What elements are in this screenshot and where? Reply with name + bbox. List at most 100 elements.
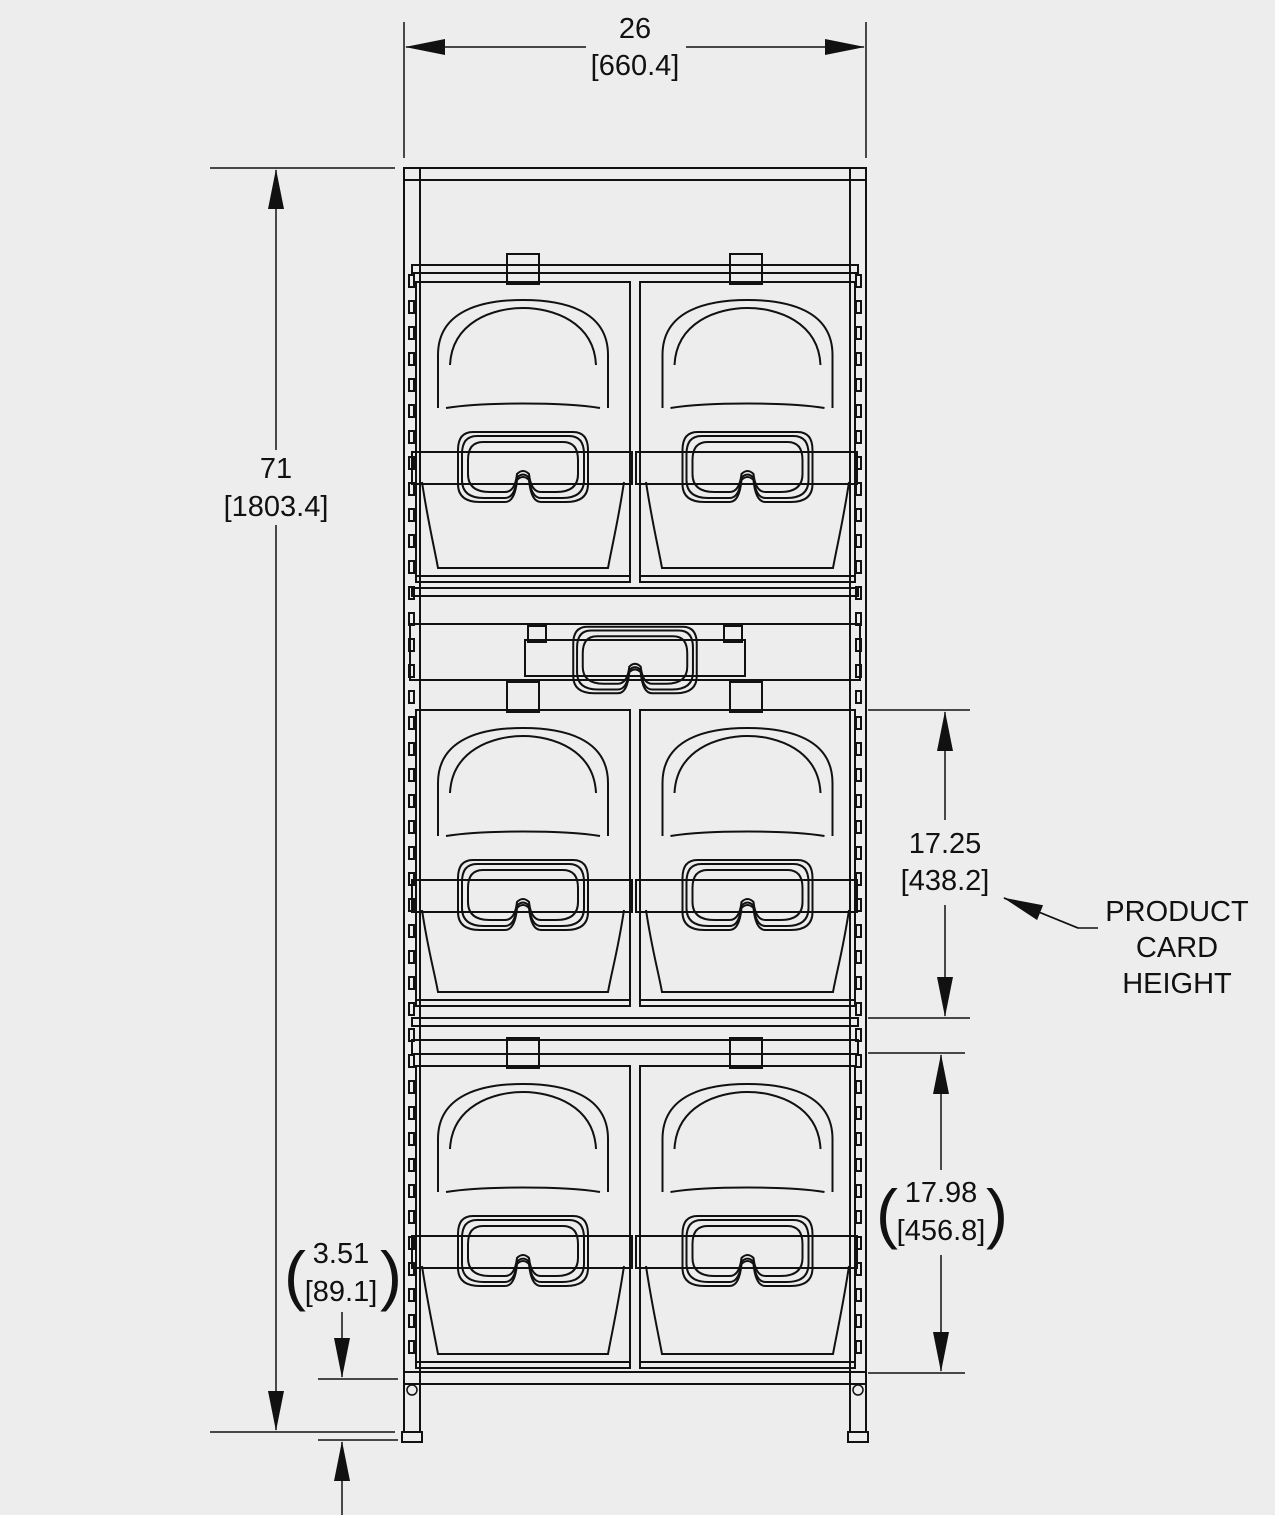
upright-slot bbox=[408, 1054, 415, 1068]
helmet-liner bbox=[449, 734, 597, 794]
upright-slot bbox=[408, 794, 415, 808]
callout-line-3: HEIGHT bbox=[1122, 968, 1232, 1000]
upright-slot bbox=[855, 1080, 862, 1094]
upright-slot bbox=[408, 560, 415, 574]
goggle-icon bbox=[681, 1215, 814, 1287]
product-card bbox=[635, 709, 858, 1007]
upright-slot bbox=[408, 716, 415, 730]
bag-outline bbox=[421, 481, 625, 569]
upright-slot bbox=[855, 1002, 862, 1016]
goggle-lens bbox=[691, 869, 804, 921]
goggle-lens bbox=[691, 1225, 804, 1277]
card-clip bbox=[506, 1037, 540, 1069]
upright-slot bbox=[408, 430, 415, 444]
helmet-liner bbox=[449, 1090, 597, 1150]
goggle-frame-inner bbox=[461, 1219, 585, 1283]
card-clip bbox=[506, 681, 540, 713]
bottom-bay-in-label: 17.98 bbox=[905, 1177, 978, 1209]
upright-slot bbox=[408, 534, 415, 548]
upright-slot bbox=[855, 300, 862, 314]
upright-slot bbox=[855, 1158, 862, 1172]
card-tray bbox=[415, 575, 631, 583]
upright-slot bbox=[855, 1184, 862, 1198]
upright-slot bbox=[408, 1106, 415, 1120]
height-mm-label: [1803.4] bbox=[224, 491, 329, 523]
goggle-icon bbox=[457, 431, 589, 503]
upright-slot bbox=[408, 1080, 415, 1094]
goggle-frame-inner bbox=[685, 863, 810, 927]
upright-slot bbox=[855, 950, 862, 964]
shelf-bay bbox=[411, 1037, 858, 1369]
upright-slot bbox=[408, 274, 415, 288]
product-card-height-callout: PRODUCT CARD HEIGHT bbox=[1003, 896, 1249, 1000]
upright-slot bbox=[408, 508, 415, 522]
goggle-frame-inner bbox=[685, 435, 810, 499]
upright-slot bbox=[855, 1132, 862, 1146]
upright-slot bbox=[855, 274, 862, 288]
goggle-frame bbox=[457, 1215, 589, 1287]
helmet-liner bbox=[673, 734, 822, 794]
upright-slot bbox=[408, 690, 415, 704]
width-dimension: 26 [660.4] bbox=[403, 13, 867, 158]
upright-slot bbox=[408, 1158, 415, 1172]
upright-slot bbox=[408, 768, 415, 782]
goggle-frame bbox=[681, 1215, 814, 1287]
upright-slot bbox=[408, 742, 415, 756]
goggle-strap bbox=[411, 1235, 633, 1269]
product-card bbox=[411, 281, 633, 583]
upright-slot bbox=[408, 404, 415, 418]
goggle-icon bbox=[681, 859, 814, 931]
goggle-icon bbox=[681, 431, 814, 503]
upright-slot bbox=[855, 378, 862, 392]
width-in-label: 26 bbox=[619, 13, 651, 45]
base-clearance-in-label: 3.51 bbox=[313, 1238, 369, 1270]
helmet-liner bbox=[673, 1090, 822, 1150]
goggle-lens bbox=[467, 1225, 579, 1277]
upright-slot bbox=[855, 534, 862, 548]
helmet-liner bbox=[449, 306, 597, 366]
card-height-mm-label: [438.2] bbox=[901, 865, 990, 897]
height-in-label: 71 bbox=[260, 453, 292, 485]
card-clip bbox=[729, 681, 763, 713]
upright-slot bbox=[855, 430, 862, 444]
upright-slot bbox=[408, 326, 415, 340]
upright-slot bbox=[408, 1132, 415, 1146]
base-clearance-mm-label: [89.1] bbox=[305, 1276, 378, 1308]
card-clip bbox=[506, 253, 540, 285]
upright-slot bbox=[855, 794, 862, 808]
helmet-icon bbox=[437, 298, 609, 409]
rack-frame bbox=[401, 167, 869, 1443]
card-tray bbox=[639, 999, 856, 1007]
bag-outline bbox=[421, 909, 625, 993]
goggle-frame-inner bbox=[461, 863, 585, 927]
upright-slot bbox=[855, 768, 862, 782]
height-dimension: 71 [1803.4] bbox=[210, 167, 395, 1433]
card-height-dimension: 17.25 [438.2] bbox=[868, 709, 990, 1019]
product-card bbox=[635, 281, 858, 583]
upright-slot bbox=[855, 326, 862, 340]
product-card bbox=[635, 1065, 858, 1369]
goggle-frame bbox=[681, 859, 814, 931]
card-outline bbox=[415, 281, 631, 577]
upright-slot bbox=[855, 352, 862, 366]
goggle-lens bbox=[691, 441, 804, 493]
upright-slot bbox=[855, 716, 862, 730]
upright-slot bbox=[408, 924, 415, 938]
base-clearance-dimension: ( ) 3.51 [89.1] bbox=[284, 1238, 402, 1515]
upright-slot bbox=[855, 404, 862, 418]
product-card bbox=[411, 1065, 633, 1369]
shelf-bay bbox=[411, 681, 858, 1007]
bag-outline bbox=[645, 909, 850, 993]
card-clip bbox=[729, 253, 763, 285]
svg-text:): ) bbox=[380, 1238, 402, 1312]
shelf-bay bbox=[411, 253, 858, 583]
goggle-frame-inner bbox=[461, 435, 585, 499]
upright-slot bbox=[408, 1314, 415, 1328]
upright-slot bbox=[855, 690, 862, 704]
helmet-icon bbox=[661, 298, 834, 409]
upright-slot bbox=[855, 508, 862, 522]
card-outline bbox=[415, 1065, 631, 1363]
upright-slot bbox=[855, 1314, 862, 1328]
callout-line-2: CARD bbox=[1136, 932, 1218, 964]
bottom-bay-dimension: ( ) 17.98 [456.8] bbox=[868, 1052, 1008, 1374]
